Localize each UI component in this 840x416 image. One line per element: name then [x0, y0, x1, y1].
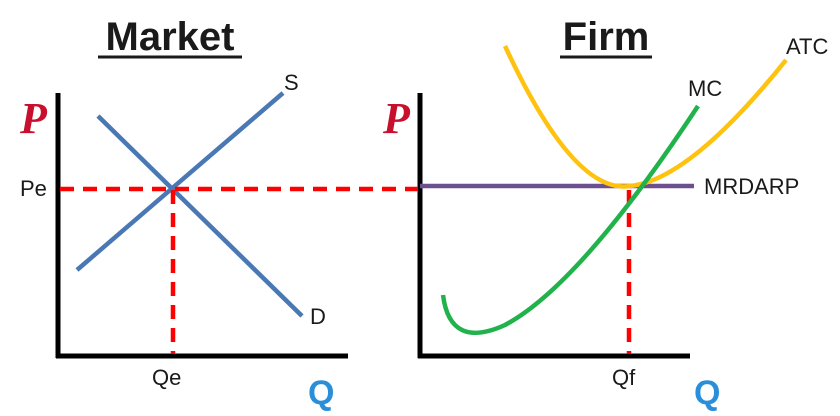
p-icon: P — [19, 94, 48, 143]
q-icon: Q — [694, 374, 720, 412]
market-p-icon: P — [19, 94, 48, 143]
q-icon: Q — [308, 374, 334, 412]
mr-label: MRDARP — [704, 174, 799, 199]
p-icon: P — [382, 94, 411, 143]
market-price-label: Pe — [20, 176, 47, 201]
market-q-icon: Q — [308, 374, 334, 412]
firm-title: Firm — [563, 15, 650, 59]
firm-q-icon: Q — [694, 374, 720, 412]
supply-label: S — [284, 70, 299, 95]
firm-atc-curve — [502, 45, 788, 189]
market-quantity-label: Qe — [152, 365, 181, 390]
demand-label: D — [310, 304, 326, 329]
market-title: Market — [106, 15, 235, 59]
firm-p-icon: P — [382, 94, 411, 143]
firm-quantity-label: Qf — [612, 365, 636, 390]
firm-mc-curve — [440, 104, 700, 335]
market-supply-curve — [75, 91, 285, 272]
atc-label: ATC — [786, 34, 828, 59]
mc-label: MC — [688, 76, 722, 101]
market-demand-curve — [96, 114, 304, 318]
